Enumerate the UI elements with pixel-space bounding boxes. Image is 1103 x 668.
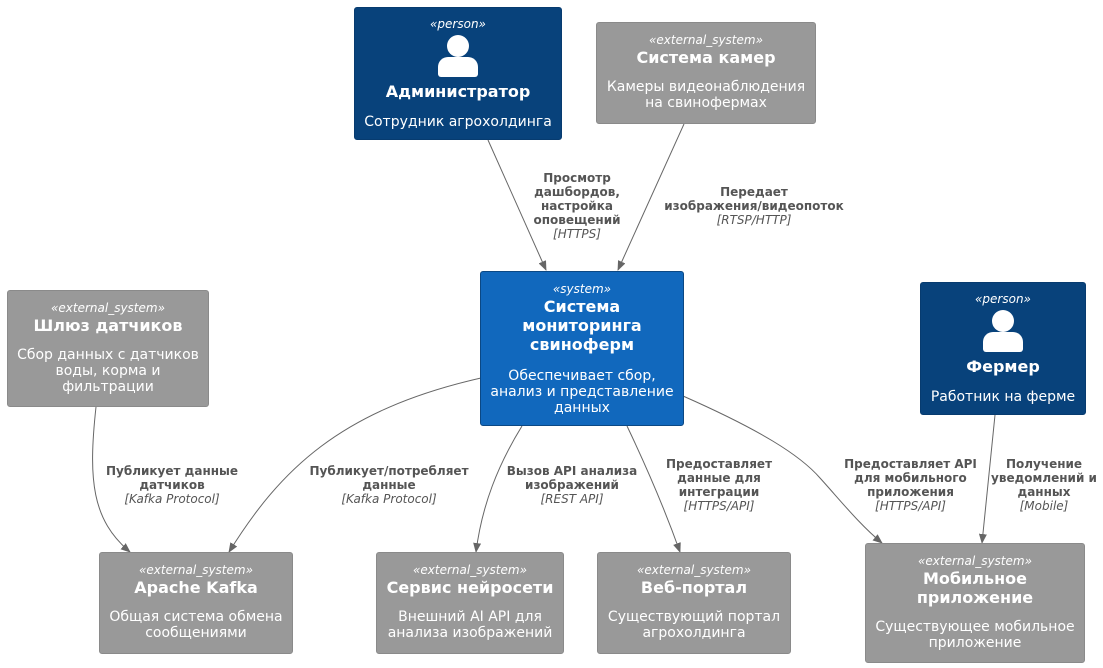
edge-label-system-mobile: Предоставляет API для мобильного приложе… [838, 457, 983, 513]
node-farmer-title: Фермер [966, 357, 1040, 376]
edge-label-tech: [HTTPS/API] [683, 499, 755, 513]
node-admin[interactable]: «person» Администратор Сотрудник агрохол… [354, 7, 562, 140]
node-farmer-stereotype: «person» [975, 292, 1031, 306]
node-system-stereotype: «system» [552, 282, 612, 296]
node-system[interactable]: «system» Система мониторинга свиноферм О… [480, 271, 684, 426]
node-ai-title: Сервис нейросети [386, 578, 554, 597]
edge-admin-system [487, 139, 547, 271]
node-sensors-description: Сбор данных с датчиков воды, корма и фил… [17, 347, 199, 395]
person-icon [438, 35, 478, 77]
node-ai-stereotype: «external_system» [413, 563, 527, 577]
node-sensors-stereotype: «external_system» [51, 301, 165, 315]
node-farmer[interactable]: «person» Фермер Работник на ферме [920, 282, 1086, 415]
edge-label-sensors-kafka: Публикует данные датчиков [Kafka Protoco… [97, 464, 247, 506]
edge-label-tech: [Mobile] [1019, 499, 1069, 513]
person-icon [983, 310, 1023, 352]
node-mobile-stereotype: «external_system» [918, 554, 1032, 568]
node-ai[interactable]: «external_system» Сервис нейросети Внешн… [376, 552, 564, 654]
node-cameras-description: Камеры видеонаблюдения на свинофермах [606, 79, 806, 111]
node-portal-stereotype: «external_system» [637, 563, 751, 577]
node-mobile-description: Существующее мобильное приложение [875, 619, 1075, 651]
edge-label-tech: [HTTPS/API] [875, 499, 946, 513]
edge-label-text: Просмотр дашбордов, настройка оповещений [533, 171, 621, 227]
node-cameras-stereotype: «external_system» [649, 33, 763, 47]
node-system-title: Система мониторинга свиноферм [522, 297, 642, 354]
edge-system-kafka [228, 377, 482, 553]
edge-label-text: Предоставляет данные для интеграции [665, 457, 773, 499]
node-farmer-description: Работник на ферме [930, 389, 1076, 405]
edge-label-text: Вызов API анализа изображений [506, 464, 638, 492]
edge-system-ai [473, 425, 523, 553]
node-admin-description: Сотрудник агрохолдинга [364, 114, 552, 130]
edge-label-system-kafka: Публикует/потребляет данные [Kafka Proto… [309, 464, 469, 506]
node-kafka-description: Общая система обмена сообщениями [109, 609, 283, 641]
node-mobile[interactable]: «external_system» Мобильное приложение С… [865, 543, 1085, 663]
edge-system-portal [626, 425, 681, 553]
edge-label-tech: [Kafka Protocol] [124, 492, 220, 506]
edge-label-text: Передает изображения/видеопоток [664, 185, 844, 213]
node-kafka[interactable]: «external_system» Apache Kafka Общая сис… [99, 552, 293, 654]
edge-farmer-mobile [978, 414, 996, 544]
node-admin-stereotype: «person» [430, 17, 486, 31]
edge-label-text: Публикует/потребляет данные [309, 464, 469, 492]
edge-label-farmer-mobile: Получение уведомлений и данных [Mobile] [988, 457, 1100, 513]
edge-label-tech: [HTTPS] [553, 227, 601, 241]
edge-label-system-portal: Предоставляет данные для интеграции [HTT… [659, 457, 779, 513]
node-portal-title: Веб-портал [640, 578, 748, 597]
edge-label-tech: [REST API] [540, 492, 604, 506]
edge-label-tech: [Kafka Protocol] [341, 492, 437, 506]
edge-sensors-kafka [92, 406, 131, 553]
edge-cameras-system [617, 123, 685, 271]
edge-label-tech: [RTSP/HTTP] [716, 213, 792, 227]
node-system-description: Обеспечивает сбор, анализ и представлени… [490, 368, 674, 416]
edge-label-cameras-system: Передает изображения/видеопоток [RTSP/HT… [654, 185, 854, 227]
node-kafka-stereotype: «external_system» [139, 563, 253, 577]
node-ai-description: Внешний AI API для анализа изображений [387, 609, 553, 641]
edge-label-text: Получение уведомлений и данных [991, 457, 1097, 499]
node-cameras[interactable]: «external_system» Система камер Камеры в… [596, 22, 816, 124]
edge-label-text: Предоставляет API для мобильного приложе… [844, 457, 977, 499]
edge-label-admin-system: Просмотр дашбордов, настройка оповещений… [522, 171, 632, 241]
edge-system-mobile [682, 395, 883, 544]
node-admin-title: Администратор [385, 82, 531, 101]
node-kafka-title: Apache Kafka [134, 578, 258, 597]
node-sensors[interactable]: «external_system» Шлюз датчиков Сбор дан… [7, 290, 209, 407]
edge-label-system-ai: Вызов API анализа изображений [REST API] [498, 464, 646, 506]
node-sensors-title: Шлюз датчиков [33, 316, 183, 335]
edge-label-text: Публикует данные датчиков [105, 464, 239, 492]
node-mobile-title: Мобильное приложение [916, 569, 1034, 607]
node-portal[interactable]: «external_system» Веб-портал Существующи… [597, 552, 791, 654]
node-cameras-title: Система камер [636, 48, 776, 67]
node-portal-description: Существующий портал агрохолдинга [607, 609, 781, 641]
